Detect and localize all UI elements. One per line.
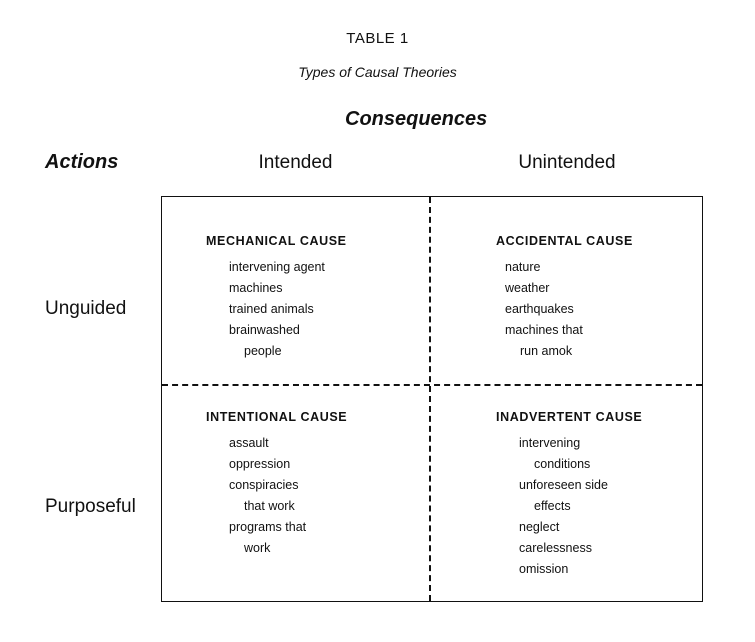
- cell-title: INADVERTENT CAUSE: [496, 410, 643, 424]
- cell-mechanical-cause: MECHANICAL CAUSE intervening agent machi…: [206, 234, 347, 362]
- list-item: run amok: [520, 344, 573, 358]
- list-item: brainwashed: [229, 323, 300, 337]
- list-item: neglect: [519, 520, 560, 534]
- row-header-purposeful: Purposeful: [45, 496, 136, 517]
- list-item: machines that: [505, 323, 583, 337]
- list-item: nature: [505, 260, 541, 274]
- list-item: omission: [519, 562, 569, 576]
- list-item: conspiracies: [229, 478, 299, 492]
- horizontal-divider: [162, 384, 702, 386]
- list-item: effects: [534, 499, 571, 513]
- cell-title: ACCIDENTAL CAUSE: [496, 234, 633, 248]
- list-item: earthquakes: [505, 302, 574, 316]
- row-axis-title: Actions: [45, 151, 119, 173]
- list-item: unforeseen side: [519, 478, 608, 492]
- column-header-unintended: Unintended: [518, 152, 616, 173]
- list-item: work: [244, 541, 271, 555]
- cell-inadvertent-cause: INADVERTENT CAUSE intervening conditions…: [496, 410, 642, 580]
- cell-item-list: assault oppression conspiracies that wor…: [206, 433, 347, 559]
- list-item: conditions: [534, 457, 591, 471]
- list-item: intervening: [519, 436, 581, 450]
- causal-theory-matrix: MECHANICAL CAUSE intervening agent machi…: [161, 196, 703, 602]
- list-item: machines: [229, 281, 283, 295]
- list-item: that work: [244, 499, 295, 513]
- row-header-unguided: Unguided: [45, 298, 127, 319]
- cell-intentional-cause: INTENTIONAL CAUSE assault oppression con…: [206, 410, 347, 559]
- cell-title: INTENTIONAL CAUSE: [206, 410, 348, 424]
- cell-item-list: intervening conditions unforeseen side e…: [496, 433, 642, 580]
- list-item: weather: [505, 281, 550, 295]
- table-subtitle: Types of Causal Theories: [298, 64, 457, 80]
- list-item: assault: [229, 436, 269, 450]
- list-item: intervening agent: [229, 260, 325, 274]
- list-item: people: [244, 344, 282, 358]
- list-item: programs that: [229, 520, 307, 534]
- list-item: carelessness: [519, 541, 592, 555]
- column-axis-title: Consequences: [345, 108, 488, 130]
- list-item: oppression: [229, 457, 291, 471]
- list-item: trained animals: [229, 302, 314, 316]
- table-number: TABLE 1: [346, 30, 409, 47]
- vertical-divider: [429, 197, 431, 601]
- column-header-intended: Intended: [258, 152, 333, 173]
- cell-item-list: nature weather earthquakes machines that…: [496, 257, 633, 362]
- cell-title: MECHANICAL CAUSE: [206, 234, 347, 248]
- cell-accidental-cause: ACCIDENTAL CAUSE nature weather earthqua…: [496, 234, 633, 362]
- cell-item-list: intervening agent machines trained anima…: [206, 257, 347, 362]
